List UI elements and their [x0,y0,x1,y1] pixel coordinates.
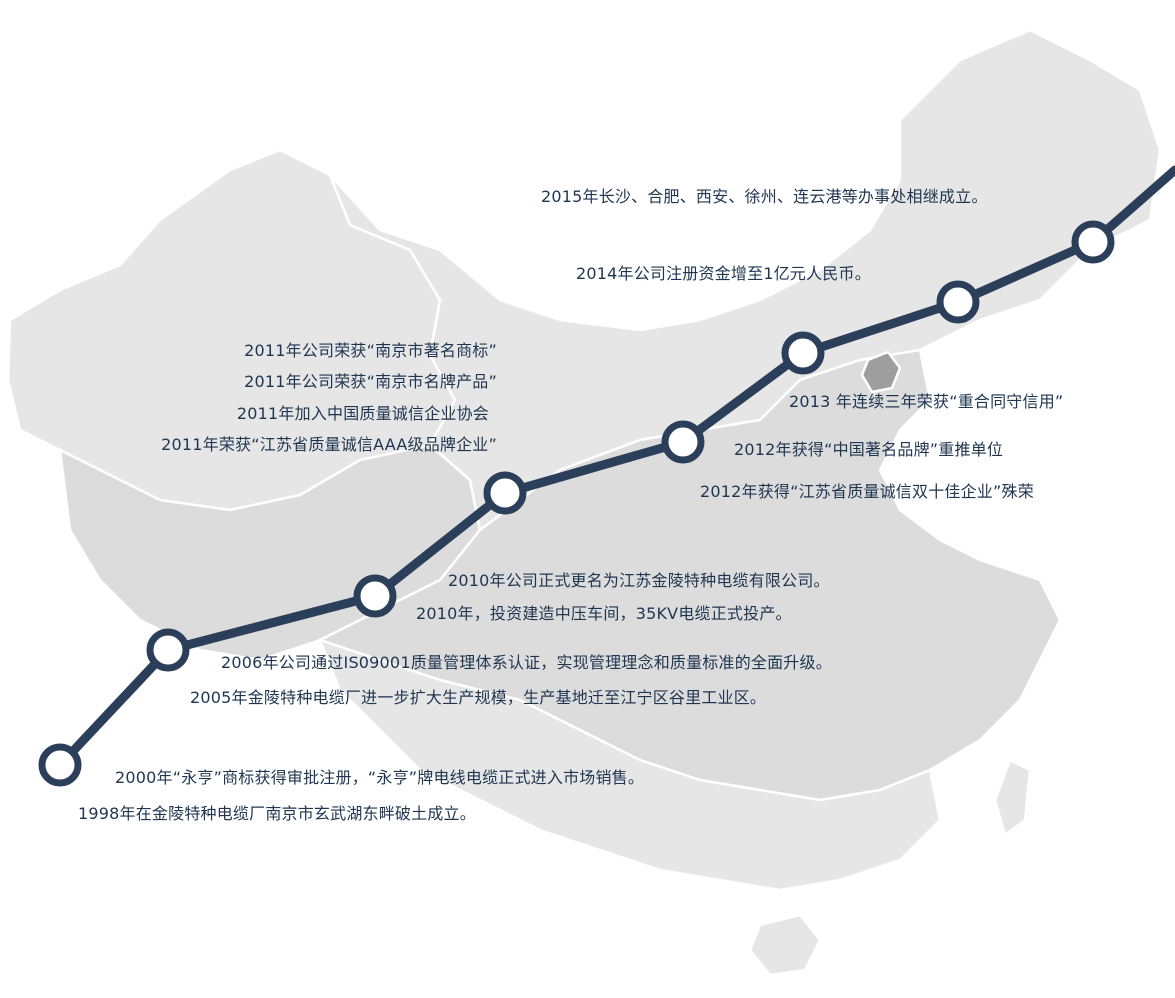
milestone-1998: 1998年在金陵特种电缆厂南京市玄武湖东畔破土成立。 [78,804,476,823]
map-region-taiwan [993,758,1032,837]
timeline-node-2005 [146,628,190,672]
timeline-node-2013 [781,331,825,375]
milestone-2011-brand-product: 2011年公司荣获“南京市名牌产品” [244,372,497,391]
milestone-2000: 2000年“永亨”商标获得审批注册，“永亨”牌电线电缆正式进入市场销售。 [115,768,645,787]
timeline-node-2010 [353,574,397,618]
milestone-2011-aaa-brand: 2011年荣获“江苏省质量诚信AAA级品牌企业” [161,435,497,454]
milestone-2011-famous-trademark: 2011年公司荣获“南京市著名商标” [244,341,497,360]
milestone-2012-famous-brand: 2012年获得“中国著名品牌”重推单位 [734,440,1004,459]
milestone-2006: 2006年公司通过IS09001质量管理体系认证，实现管理理念和质量标准的全面升… [221,653,832,672]
milestone-2015: 2015年长沙、合肥、西安、徐州、连云港等办事处相继成立。 [541,187,988,206]
milestone-2010-mv-workshop: 2010年，投资建造中压车间，35KV电缆正式投产。 [416,604,792,623]
milestone-2005: 2005年金陵特种电缆厂进一步扩大生产规模，生产基地迁至江宁区谷里工业区。 [190,688,767,707]
timeline-node-2015 [1071,220,1115,264]
milestone-2014: 2014年公司注册资金增至1亿元人民币。 [576,264,871,283]
map-region-hainan [748,913,822,977]
milestone-2013: 2013 年连续三年荣获“重合同守信用” [789,392,1064,411]
timeline-node-2012 [661,420,705,464]
milestone-2012-top-ten: 2012年获得“江苏省质量诚信双十佳企业”殊荣 [700,482,1034,501]
timeline-line [55,165,1175,770]
milestone-2011-quality-association: 2011年加入中国质量诚信企业协会 [236,404,489,423]
map-region-south [318,638,942,892]
milestone-2010-rename: 2010年公司正式更名为江苏金陵特种电缆有限公司。 [448,571,830,590]
capital-region-marker [860,350,902,394]
timeline-nodes [38,220,1115,787]
timeline-node-2011 [483,471,527,515]
map-regions [6,28,1162,977]
timeline-node-1998 [38,743,82,787]
timeline-node-2014 [936,280,980,324]
